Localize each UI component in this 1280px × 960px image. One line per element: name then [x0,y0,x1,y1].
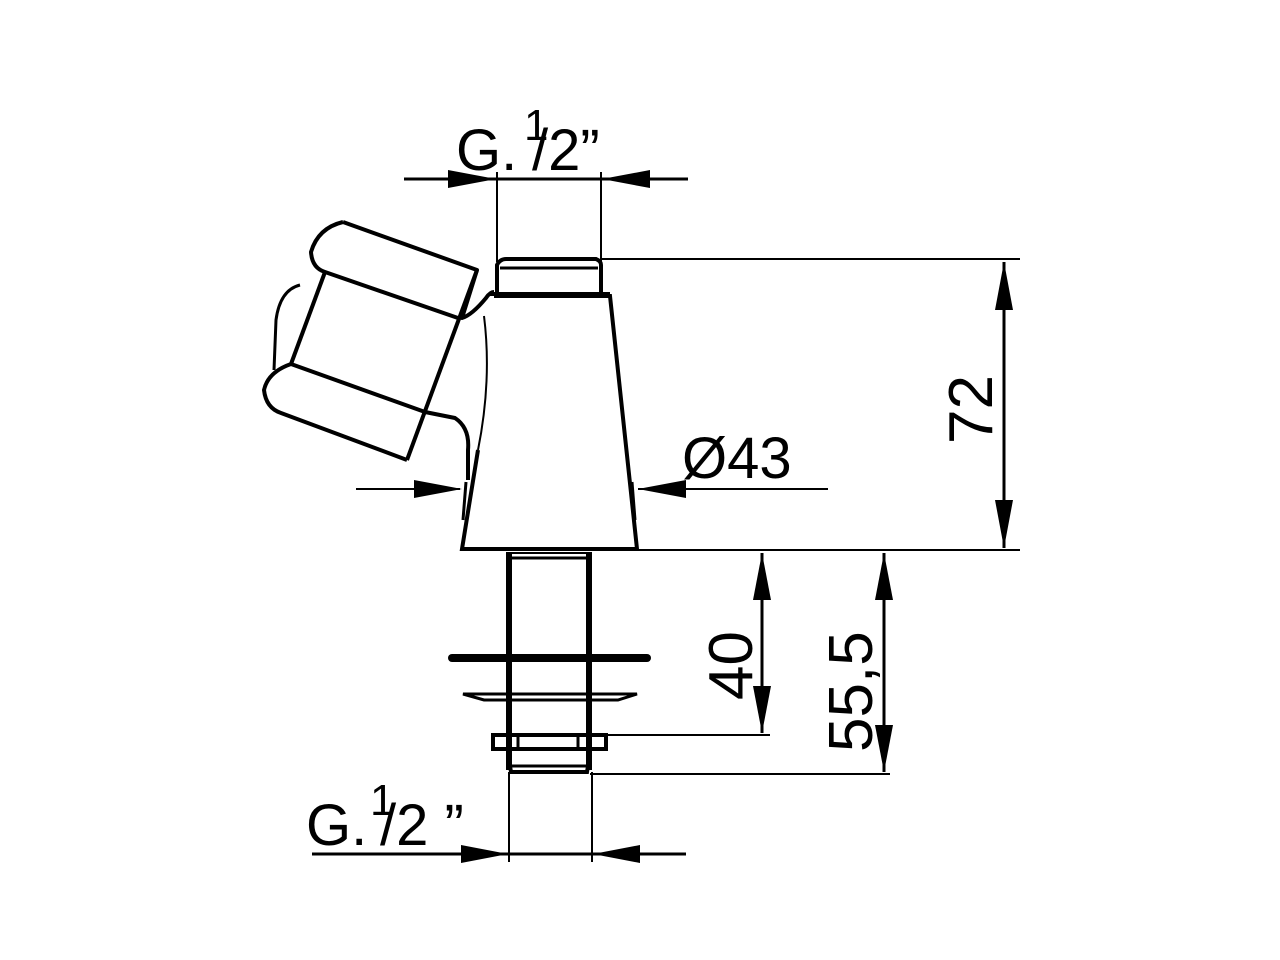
arrow-down-icon [875,725,893,772]
top-thread-rest: /2” [532,118,600,183]
height-dimension: 72 [462,258,1020,551]
bottom-thread-sup: 1 [370,776,394,825]
top-thread-dimension: G. 1 /2” [404,101,688,262]
shank-to-nut-label: 40 [697,631,766,700]
arrow-up-icon [995,262,1013,310]
top-thread-nipple [490,257,610,296]
diameter-dimension: Ø43 [356,426,828,498]
threaded-shank [448,552,651,774]
top-thread-prefix: G. [456,118,517,183]
shank-dimensions: 40 55,5 [590,553,893,775]
arrow-left-icon [602,170,650,188]
shank-total-label: 55,5 [817,631,886,752]
lever-handle [262,220,495,480]
bottom-thread-rest: /2 ” [380,793,464,858]
arrow-right-icon [414,480,462,498]
arrow-down-icon [995,500,1013,548]
height-label: 72 [937,375,1006,444]
bottom-thread-prefix: G. [306,793,367,858]
arrow-up-icon [753,553,771,600]
top-thread-sup: 1 [524,101,548,150]
arrow-right-icon [448,170,496,188]
arrow-down-icon [753,686,771,733]
arrow-right-icon [461,845,508,863]
bottom-thread-dimension: G. 1 /2 ” [306,772,686,863]
arrow-left-icon [593,845,640,863]
arrow-up-icon [875,553,893,600]
tap-body [459,294,640,551]
arrow-left-icon [638,480,686,498]
diameter-label: Ø43 [682,426,792,491]
